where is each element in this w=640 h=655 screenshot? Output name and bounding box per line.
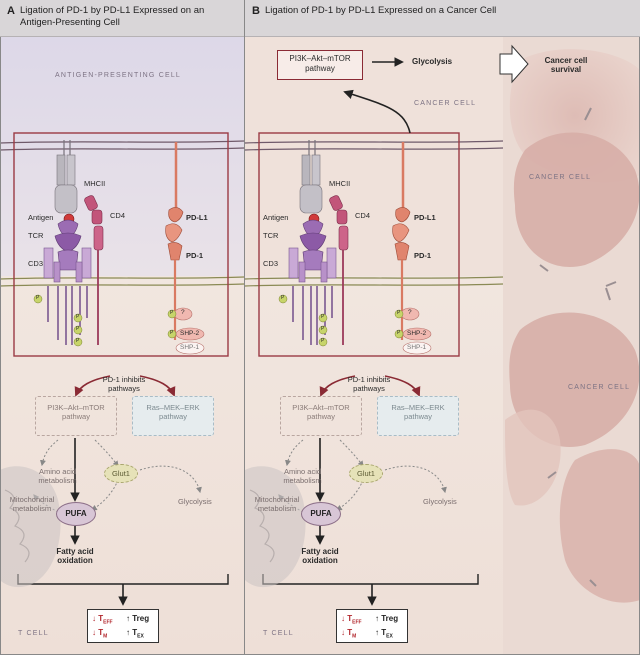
glycolysis-label-a: Glycolysis <box>178 497 212 506</box>
p-label: P <box>281 295 285 301</box>
zoom-box-b <box>258 132 460 357</box>
antigen-label-b: Antigen <box>263 213 289 222</box>
p-label: P <box>321 326 325 332</box>
p-label: P <box>76 326 80 332</box>
p-label: P <box>170 330 174 336</box>
shp1-label-b: SHP-1 <box>407 344 427 351</box>
cd4-label-a: CD4 <box>110 211 126 220</box>
zoom-box-a <box>13 132 229 357</box>
apc-membrane-a <box>0 140 245 151</box>
panel-b-header: B Ligation of PD-1 by PD-L1 Expressed on… <box>245 0 640 37</box>
p-label: P <box>321 338 325 344</box>
shp1-label-a: SHP-1 <box>180 344 200 351</box>
pi3k-box-a: PI3K–Akt–mTOR pathway <box>35 396 117 436</box>
mitochondrion-a <box>0 466 61 588</box>
panel-a-letter: A <box>7 5 15 17</box>
tcr-label-a: TCR <box>28 231 44 240</box>
apc-region-a <box>0 36 244 276</box>
amino-label-a: Amino acid metabolism <box>38 467 77 485</box>
panel-b-letter: B <box>252 5 260 17</box>
p-label: P <box>76 338 80 344</box>
apc-label: ANTIGEN-PRESENTING CELL <box>55 72 182 79</box>
p-label: P <box>397 330 401 336</box>
pufa-b: PUFA <box>301 502 341 526</box>
tcell-label-a: T CELL <box>18 630 49 637</box>
p-label: P <box>170 310 174 316</box>
glut1-b: Glut1 <box>349 464 383 483</box>
tcell-membrane-a <box>0 276 245 287</box>
cancer-cell-label-2: CANCER CELL <box>568 384 631 391</box>
receptor-complex-a <box>33 140 205 355</box>
amino-label-b: Amino acid metabolism <box>283 467 322 485</box>
panel-a-header: A Ligation of PD-1 by PD-L1 Expressed on… <box>0 0 244 37</box>
p-label: P <box>76 314 80 320</box>
receptor-complex-b <box>278 140 432 355</box>
unknown-q-b: ? <box>408 309 412 316</box>
pd1-label-a: PD-1 <box>186 251 204 260</box>
pi3k-box-b: PI3K–Akt–mTOR pathway <box>280 396 362 436</box>
cancer-receptors <box>539 107 617 587</box>
cancer-cell-label-1: CANCER CELL <box>529 174 592 181</box>
shp2-label-b: SHP-2 <box>407 330 427 337</box>
cd4-label-b: CD4 <box>355 211 371 220</box>
pdl1-label-a: PD-L1 <box>186 213 208 222</box>
panel-a-title: Ligation of PD-1 by PD-L1 Expressed on a… <box>20 5 205 28</box>
mhcii-label-a: MHCII <box>84 179 106 188</box>
unknown-q-a: ? <box>181 309 185 316</box>
tcell-membrane-b <box>244 276 504 287</box>
panel-b-title: Ligation of PD-1 by PD-L1 Expressed on a… <box>265 5 497 16</box>
glut1-a: Glut1 <box>104 464 138 483</box>
legend-a: ↓ TEFF ↓ TM ↑ Treg ↑ TEX <box>87 609 159 643</box>
cd3-label-a: CD3 <box>28 259 44 268</box>
legend-b: ↓ TEFF ↓ TM ↑ Treg ↑ TEX <box>336 609 408 643</box>
ras-box-a: Ras–MEK–ERK pathway <box>132 396 214 436</box>
cancer-cell-shape <box>505 409 561 506</box>
glycolysis-label-b: Glycolysis <box>423 497 457 506</box>
fatty-label-a: Fatty acid oxidation <box>56 547 94 566</box>
cancer-cell-shape <box>513 132 640 267</box>
mitochondrion-b <box>245 466 306 588</box>
pd1-label-b: PD-1 <box>414 251 432 260</box>
cancer-membrane-b <box>244 140 504 151</box>
survival-label: Cancer cell survival <box>544 56 588 75</box>
pufa-a: PUFA <box>56 502 96 526</box>
p-label: P <box>397 310 401 316</box>
cancer-cell-label-b: CANCER CELL <box>414 100 477 107</box>
tcr-label-b: TCR <box>263 231 279 240</box>
cd3-label-b: CD3 <box>263 259 279 268</box>
p-label: P <box>36 295 40 301</box>
cancer-cell-shape <box>559 449 640 603</box>
p-label: P <box>321 314 325 320</box>
glycolysis-top-label: Glycolysis <box>412 57 453 66</box>
mito-label-a: Mitochondrial metabolism <box>9 495 55 513</box>
fatty-label-b: Fatty acid oxidation <box>301 547 339 566</box>
inhibits-label-a: PD-1 inhibits pathways <box>102 375 146 393</box>
pi3k-top-box: PI3K–Akt–mTOR pathway <box>277 50 363 80</box>
shp2-label-a: SHP-2 <box>180 330 200 337</box>
mhcii-label-b: MHCII <box>329 179 351 188</box>
mito-label-b: Mitochondrial metabolism <box>254 495 300 513</box>
pdl1-label-b: PD-L1 <box>414 213 436 222</box>
ras-box-b: Ras–MEK–ERK pathway <box>377 396 459 436</box>
inhibits-label-b: PD-1 inhibits pathways <box>347 375 391 393</box>
tcell-label-b: T CELL <box>263 630 294 637</box>
antigen-label-a: Antigen <box>28 213 54 222</box>
